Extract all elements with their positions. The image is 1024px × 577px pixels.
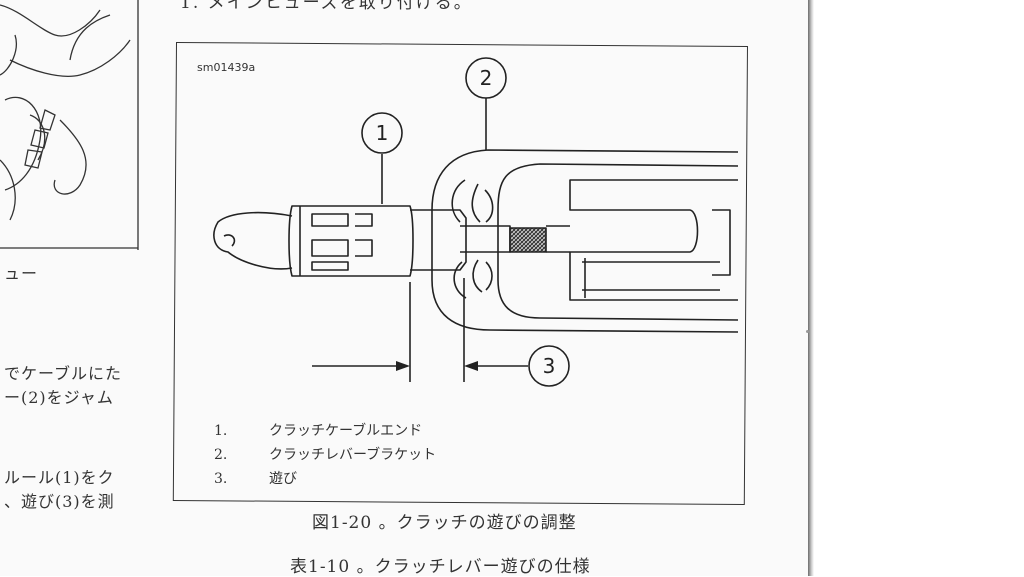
callout-2 bbox=[465, 57, 507, 99]
callout-3 bbox=[528, 345, 570, 387]
legend-item-text: クラッチケーブルエンド bbox=[269, 423, 423, 439]
top-instruction-text: 1. メインヒューズを取り付ける。 bbox=[180, 0, 473, 13]
lever-bracket-outline bbox=[431, 149, 739, 333]
legend-item-number: 2. bbox=[214, 447, 228, 463]
figure-caption: 図1-20 。クラッチの遊びの調整 bbox=[312, 513, 577, 533]
legend-item: 1. クラッチケーブルエンド bbox=[214, 420, 436, 444]
clutch-diagram: 1 2 3 bbox=[213, 57, 739, 387]
table-caption: 表1-10 。クラッチレバー遊びの仕様 bbox=[290, 557, 591, 577]
callout-1-label: 1 bbox=[376, 121, 389, 145]
left-text-line-2: でケーブルにた bbox=[4, 364, 123, 383]
legend-item-text: 遊び bbox=[269, 471, 297, 487]
legend-item: 3. 遊び bbox=[214, 468, 436, 492]
callout-3-label: 3 bbox=[543, 354, 556, 378]
left-text-line-4: ルール(1)をク bbox=[4, 468, 115, 487]
legend-item-text: クラッチレバーブラケット bbox=[269, 447, 437, 463]
left-text-line-3: ー(2)をジャム bbox=[4, 388, 114, 407]
manual-page: 1. メインヒューズを取り付ける。 ュー でケーブルにた ー(2)をジャム ルー… bbox=[0, 0, 748, 577]
left-partial-illustration bbox=[0, 0, 139, 250]
left-text-line-5: 、遊び(3)を測 bbox=[4, 492, 115, 511]
legend-item-number: 1. bbox=[214, 423, 228, 439]
figure-id-code: sm01439a bbox=[197, 61, 256, 74]
legend-item: 2. クラッチレバーブラケット bbox=[214, 444, 436, 468]
callout-2-label: 2 bbox=[480, 66, 493, 90]
callout-1 bbox=[361, 112, 403, 154]
figure-legend: 1. クラッチケーブルエンド 2. クラッチレバーブラケット 3. 遊び bbox=[214, 420, 436, 492]
legend-item-number: 3. bbox=[214, 471, 228, 487]
page-edge-shadow bbox=[808, 0, 814, 576]
cable-end-outline bbox=[410, 209, 467, 271]
scan-speck bbox=[806, 330, 809, 333]
left-text-line-1: ュー bbox=[4, 264, 39, 283]
